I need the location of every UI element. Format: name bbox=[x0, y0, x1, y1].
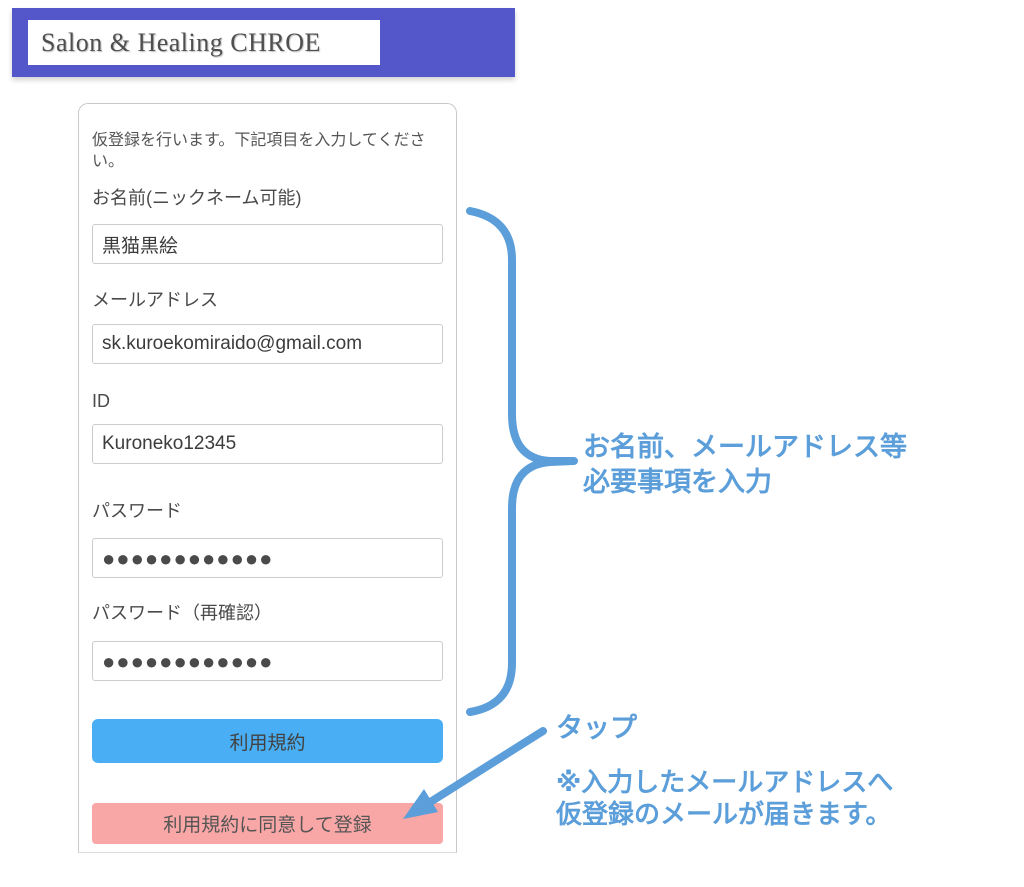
terms-button[interactable]: 利用規約 bbox=[92, 719, 443, 763]
mail-annotation-line2: 仮登録のメールが届きます。 bbox=[556, 799, 892, 829]
name-label: お名前(ニックネーム可能) bbox=[92, 188, 302, 208]
fields-annotation-line2: 必要事項を入力 bbox=[583, 467, 772, 497]
brace-graphic bbox=[466, 207, 578, 716]
tap-annotation: タップ bbox=[556, 713, 637, 743]
id-input[interactable] bbox=[92, 424, 443, 464]
password-confirm-label: パスワード（再確認） bbox=[92, 603, 272, 623]
site-title-box: Salon & Healing CHROE bbox=[28, 20, 380, 65]
password-label: パスワード bbox=[92, 501, 182, 521]
registration-form-card: 仮登録を行います。下記項目を入力してください。 お名前(ニックネーム可能) メー… bbox=[78, 103, 457, 853]
name-input[interactable] bbox=[92, 224, 443, 264]
email-label: メールアドレス bbox=[92, 290, 218, 310]
fields-annotation: お名前、メールアドレス等 必要事項を入力 bbox=[583, 430, 907, 500]
email-input[interactable] bbox=[92, 324, 443, 364]
register-button[interactable]: 利用規約に同意して登録 bbox=[92, 803, 443, 844]
mail-annotation: ※入力したメールアドレスへ 仮登録のメールが届きます。 bbox=[556, 766, 893, 830]
fields-annotation-line1: お名前、メールアドレス等 bbox=[583, 432, 907, 462]
password-input[interactable] bbox=[92, 538, 443, 578]
id-label: ID bbox=[92, 391, 110, 411]
site-header: Salon & Healing CHROE bbox=[12, 8, 515, 77]
form-instruction: 仮登録を行います。下記項目を入力してください。 bbox=[92, 132, 426, 170]
mail-annotation-line1: ※入力したメールアドレスへ bbox=[556, 767, 894, 797]
password-confirm-input[interactable] bbox=[92, 641, 443, 681]
site-title: Salon & Healing CHROE bbox=[41, 27, 321, 57]
